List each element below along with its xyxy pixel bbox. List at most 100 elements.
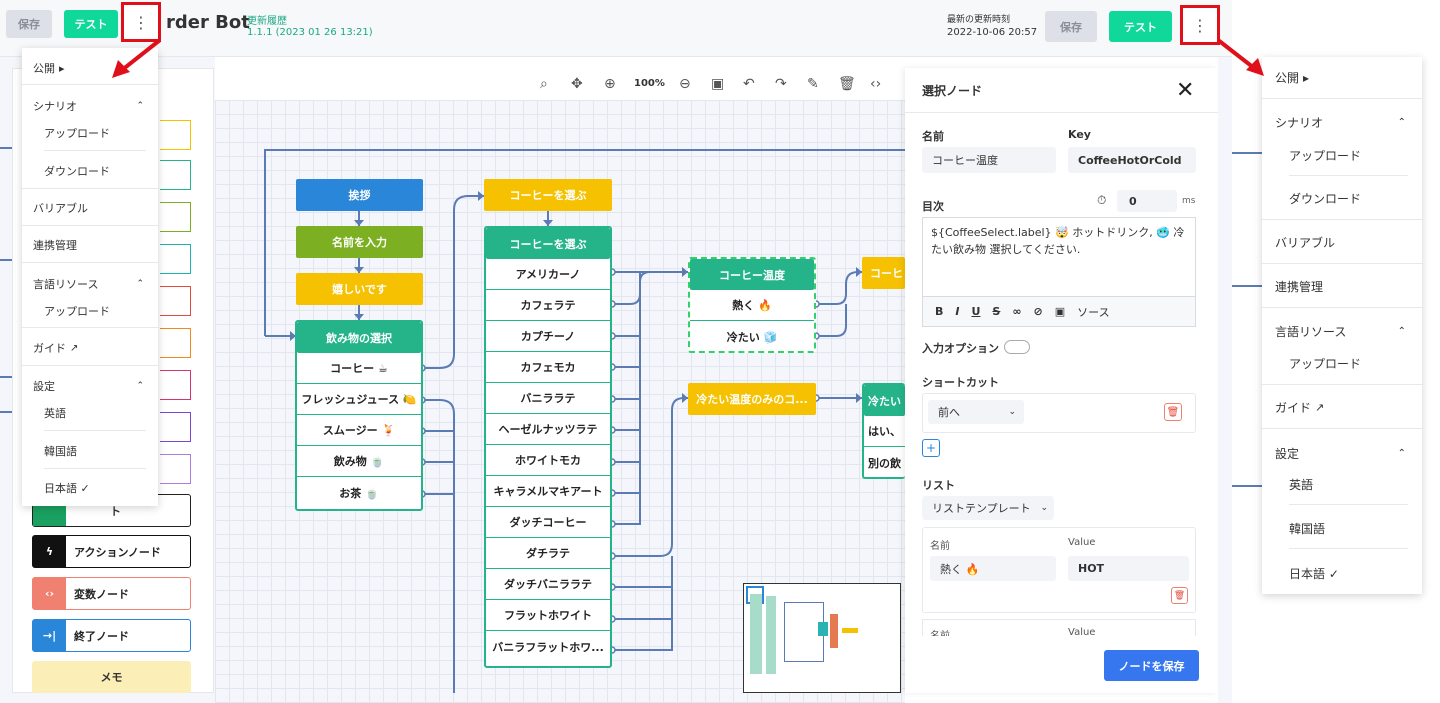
menu-download[interactable]: ダウンロード — [44, 165, 110, 178]
save-button-right[interactable]: 保存 — [1045, 11, 1097, 42]
search-icon[interactable]: ⌕ — [540, 76, 548, 92]
content-text[interactable]: ${CoffeeSelect.label} 🤯 ホットドリンク, 🥶 冷たい飲み… — [931, 226, 1185, 256]
menu-japanese[interactable]: 日本語 ✓ — [44, 482, 90, 495]
italic-icon[interactable]: I — [955, 305, 960, 318]
menu-settings[interactable]: 設定⌃ — [22, 378, 158, 394]
menu-publish[interactable]: 公開▸ — [22, 60, 158, 76]
input-option-toggle[interactable] — [1004, 340, 1030, 354]
menu-download[interactable]: ダウンロード — [1289, 192, 1362, 206]
list-item[interactable]: スムージー 🍹 — [297, 415, 421, 446]
list-item[interactable]: カフェラテ — [486, 290, 610, 321]
code-icon[interactable]: ‹› — [870, 76, 882, 92]
list-item[interactable]: コーヒー ☕ — [297, 353, 421, 384]
node-cold-partial[interactable]: 冷たい はい、 別の飲 — [862, 383, 905, 479]
list-item[interactable]: お茶 🍵 — [339, 486, 379, 500]
list-item[interactable]: はい、 — [864, 416, 905, 447]
list-item[interactable]: カプチーノ — [486, 321, 610, 352]
menu-japanese[interactable]: 日本語 ✓ — [1289, 567, 1339, 581]
save-button[interactable]: 保存 — [6, 10, 52, 38]
bold-icon[interactable]: B — [935, 305, 944, 318]
menu-lang-upload[interactable]: アップロード — [44, 305, 110, 318]
menu-korean[interactable]: 韓国語 — [1289, 522, 1326, 536]
list-item[interactable]: キャラメルマキアート — [486, 476, 610, 507]
link-icon[interactable]: ∞ — [1012, 305, 1022, 318]
node-greeting[interactable]: 挨拶 — [296, 179, 423, 211]
close-icon[interactable]: ✕ — [1176, 78, 1195, 103]
menu-upload[interactable]: アップロード — [44, 127, 110, 140]
list-item[interactable]: ヘーゼルナッツラテ — [486, 414, 610, 445]
image-icon[interactable]: ▣ — [711, 76, 725, 92]
delete-icon[interactable]: 🗑 — [1171, 587, 1188, 604]
menu-publish[interactable]: 公開▸ — [1262, 69, 1422, 86]
source-button[interactable]: ソース — [1077, 305, 1110, 319]
content-editor[interactable]: ${CoffeeSelect.label} 🤯 ホットドリンク, 🥶 冷たい飲み… — [922, 217, 1196, 327]
list-item[interactable]: バニララテ — [486, 383, 610, 414]
list-item[interactable]: アメリカーノ — [486, 259, 610, 290]
zoom-in-icon[interactable]: ⊕ — [604, 76, 616, 92]
menu-scenario[interactable]: シナリオ⌃ — [1262, 114, 1422, 131]
test-button-right[interactable]: テスト — [1109, 11, 1172, 42]
add-icon[interactable]: + — [922, 439, 940, 457]
redo-icon[interactable]: ↷ — [775, 76, 787, 92]
node-coffee-select[interactable]: コーヒーを選ぶ アメリカーノ カフェラテ カプチーノ カフェモカ バニララテ ヘ… — [484, 226, 612, 668]
palette-end-node[interactable]: →|終了ノード — [32, 619, 191, 652]
menu-korean[interactable]: 韓国語 — [44, 445, 77, 458]
name-field[interactable]: コーヒー温度 — [922, 147, 1056, 173]
list-item[interactable]: ダチラテ — [486, 538, 610, 569]
list-item[interactable]: 別の飲 — [868, 456, 901, 470]
more-menu-button[interactable]: ⋮ — [121, 2, 161, 42]
node-happy[interactable]: 嬉しいです — [296, 273, 423, 305]
unlink-icon[interactable]: ⊘ — [1033, 305, 1043, 318]
pencil-icon[interactable]: ✎ — [807, 76, 819, 92]
list-item[interactable]: フレッシュジュース 🍋 — [297, 384, 421, 415]
list-item[interactable]: 熱く 🔥 — [690, 290, 814, 321]
menu-guide[interactable]: ガイド↗ — [1262, 399, 1422, 416]
node-name-input[interactable]: 名前を入力 — [296, 226, 423, 258]
menu-english[interactable]: 英語 — [44, 407, 66, 420]
list-item[interactable]: カフェモカ — [486, 352, 610, 383]
menu-lang-resource[interactable]: 言語リソース⌃ — [22, 276, 158, 292]
menu-scenario[interactable]: シナリオ⌃ — [22, 98, 158, 114]
save-node-button[interactable]: ノードを保存 — [1104, 650, 1199, 681]
menu-variable[interactable]: バリアブル — [33, 202, 88, 215]
trash-icon[interactable]: 🗑 — [838, 76, 856, 92]
node-coffee-partial[interactable]: コーヒ — [862, 257, 905, 289]
underline-icon[interactable]: U — [971, 305, 981, 318]
menu-integration[interactable]: 連携管理 — [1275, 280, 1324, 294]
palette-variable-node[interactable]: ‹›変数ノード — [32, 577, 191, 610]
strike-icon[interactable]: S — [992, 305, 1001, 318]
node-coffee-select-top[interactable]: コーヒーを選ぶ — [484, 179, 612, 211]
list-item[interactable]: 冷たい 🧊 — [726, 330, 778, 344]
delete-icon[interactable]: 🗑 — [1164, 403, 1182, 421]
menu-guide[interactable]: ガイド↗ — [22, 340, 158, 356]
menu-integration[interactable]: 連携管理 — [33, 239, 77, 252]
shortcut-select[interactable]: 前へ⌄ — [928, 400, 1024, 424]
menu-lang-resource[interactable]: 言語リソース⌃ — [1262, 323, 1422, 340]
node-cold-only[interactable]: 冷たい温度のみのコ... — [688, 383, 816, 415]
node-drink-select[interactable]: 飲み物の選択 コーヒー ☕ フレッシュジュース 🍋 スムージー 🍹 飲み物 🍵 … — [295, 320, 423, 511]
zoom-out-icon[interactable]: ⊖ — [679, 76, 691, 92]
delay-field[interactable]: 0 — [1117, 190, 1177, 212]
list-template-select[interactable]: リストテンプレート⌄ — [922, 496, 1054, 520]
history-link[interactable]: 更新履歴 — [247, 16, 287, 27]
undo-icon[interactable]: ↶ — [743, 76, 755, 92]
list-item[interactable]: バニラフラットホワ... — [492, 640, 604, 654]
palette-memo[interactable]: メモ — [32, 661, 191, 693]
list-item[interactable]: フラットホワイト — [486, 600, 610, 631]
list-item[interactable]: 飲み物 🍵 — [297, 446, 421, 477]
menu-settings[interactable]: 設定⌃ — [1262, 445, 1422, 462]
menu-english[interactable]: 英語 — [1289, 478, 1314, 492]
more-menu-button-right[interactable]: ⋮ — [1180, 5, 1220, 45]
node-coffee-temp[interactable]: コーヒー温度 熱く 🔥 冷たい 🧊 — [688, 257, 816, 353]
move-icon[interactable]: ✥ — [571, 76, 583, 92]
list-name-field[interactable]: 熱く 🔥 — [930, 556, 1056, 581]
minimap[interactable] — [743, 583, 901, 693]
key-field[interactable]: CoffeeHotOrCold — [1068, 147, 1196, 173]
menu-upload[interactable]: アップロード — [1289, 149, 1362, 163]
list-value-field[interactable]: HOT — [1068, 556, 1189, 581]
menu-variable[interactable]: バリアブル — [1275, 236, 1336, 250]
image-icon[interactable]: ▣ — [1054, 305, 1066, 318]
test-button[interactable]: テスト — [64, 10, 118, 38]
list-item[interactable]: ホワイトモカ — [486, 445, 610, 476]
